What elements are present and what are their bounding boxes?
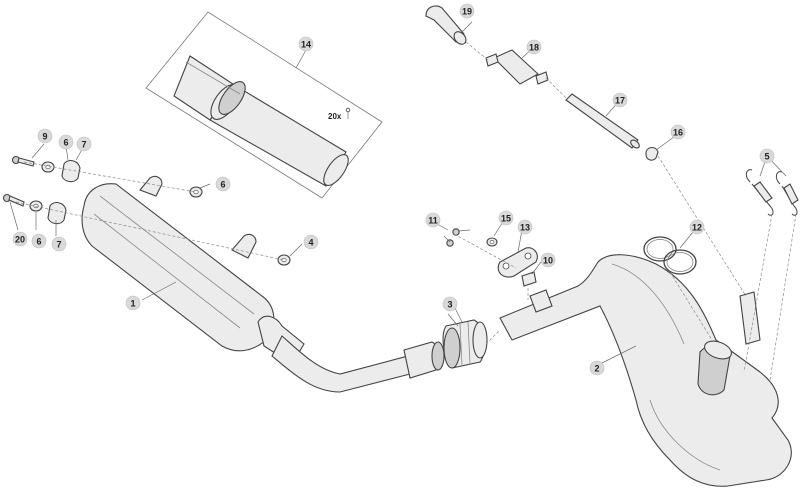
callout-1: 1 <box>125 295 141 311</box>
callout-11: 11 <box>425 212 441 228</box>
callout-19: 19 <box>459 3 475 19</box>
clamp-nut-part <box>521 271 537 287</box>
callout-label: 7 <box>56 240 61 250</box>
callout-label: 6 <box>36 237 41 247</box>
expansion-chamber-part <box>499 254 792 487</box>
o-ring-pair-part <box>643 236 697 275</box>
washer-part <box>29 161 203 212</box>
callout-label: 2 <box>594 364 599 374</box>
callout-7: 7 <box>76 136 92 152</box>
callout-label: 16 <box>673 128 683 138</box>
packing-kit-box <box>145 11 383 199</box>
callout-label: 10 <box>543 256 553 266</box>
silencer-part <box>81 175 445 393</box>
callout-label: 1 <box>130 299 135 309</box>
callout-label: 6 <box>63 138 68 148</box>
bolt-part <box>2 155 35 207</box>
callout-2: 2 <box>589 360 605 376</box>
callout-15: 15 <box>498 210 514 226</box>
packing-kit-group <box>145 11 383 199</box>
callout-label: 18 <box>529 43 539 53</box>
hose-clamp-part <box>645 146 659 161</box>
callout-label: 14 <box>301 40 311 50</box>
callout-label: 17 <box>615 96 625 106</box>
hose-part <box>565 93 640 149</box>
rubber-grommet-part <box>47 159 81 225</box>
callout-14: 14 <box>298 36 314 52</box>
callout-label: 15 <box>501 214 511 224</box>
callout-label: 3 <box>447 300 452 310</box>
callout-label: 20 <box>15 235 25 245</box>
mount-washer-part <box>277 254 291 266</box>
callout-6: 6 <box>58 134 74 150</box>
callout-3: 3 <box>442 296 458 312</box>
callout-9: 9 <box>37 128 53 144</box>
callout-4: 4 <box>303 234 319 250</box>
silencer-packing-part <box>173 55 349 187</box>
fuel-filter-part <box>485 49 549 85</box>
hose-elbow-part <box>425 5 467 45</box>
callout-label: 9 <box>42 132 47 142</box>
callout-label: 4 <box>308 238 313 248</box>
rivet-quantity-note: 20x <box>328 112 342 121</box>
callout-label: 13 <box>520 223 530 233</box>
callout-label: 6 <box>220 180 225 190</box>
callout-6: 6 <box>31 233 47 249</box>
callout-16: 16 <box>670 124 686 140</box>
spring-pair-part <box>745 169 799 216</box>
callout-label: 7 <box>81 140 86 150</box>
coupler-sleeve-part <box>442 319 488 369</box>
callout-17: 17 <box>612 92 628 108</box>
callout-12: 12 <box>689 219 705 235</box>
callout-18: 18 <box>526 39 542 55</box>
callout-13: 13 <box>517 219 533 235</box>
callout-7: 7 <box>51 236 67 252</box>
callout-20: 20 <box>12 231 28 247</box>
callout-label: 12 <box>692 223 702 233</box>
clamp-bracket-part <box>497 247 538 278</box>
callout-label: 5 <box>764 152 769 162</box>
callout-label: 11 <box>428 216 438 226</box>
rivet-icon <box>345 107 351 119</box>
callout-label: 19 <box>462 7 472 17</box>
clamp-washer-part <box>486 237 498 247</box>
clamp-bolt-part <box>446 228 471 247</box>
callout-10: 10 <box>540 252 556 268</box>
callout-6: 6 <box>215 176 231 192</box>
callout-5: 5 <box>759 148 775 164</box>
